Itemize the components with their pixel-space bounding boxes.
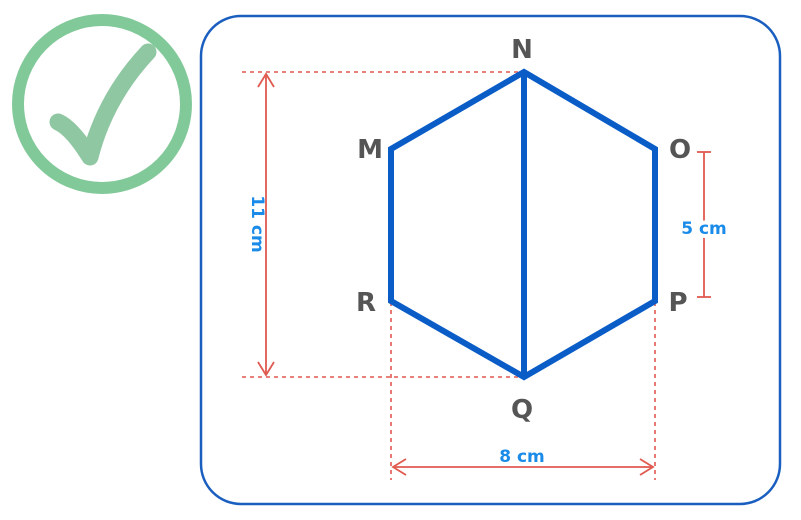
side-dimension: [697, 151, 711, 298]
vertex-label-r: R: [356, 288, 376, 318]
vertex-label-p: P: [668, 288, 687, 318]
vertex-label-q: Q: [511, 395, 533, 425]
width-label: 8 cm: [499, 447, 545, 467]
checkmark-icon: [12, 14, 192, 194]
height-dimension: [257, 72, 275, 377]
vertex-label-n: N: [511, 35, 533, 65]
width-dimension: [391, 458, 655, 476]
side-label: 5 cm: [681, 219, 727, 239]
vertex-label-m: M: [357, 135, 383, 165]
guide-lines: [242, 71, 656, 480]
vertex-label-o: O: [669, 135, 691, 165]
height-label: 11 cm: [247, 195, 267, 252]
